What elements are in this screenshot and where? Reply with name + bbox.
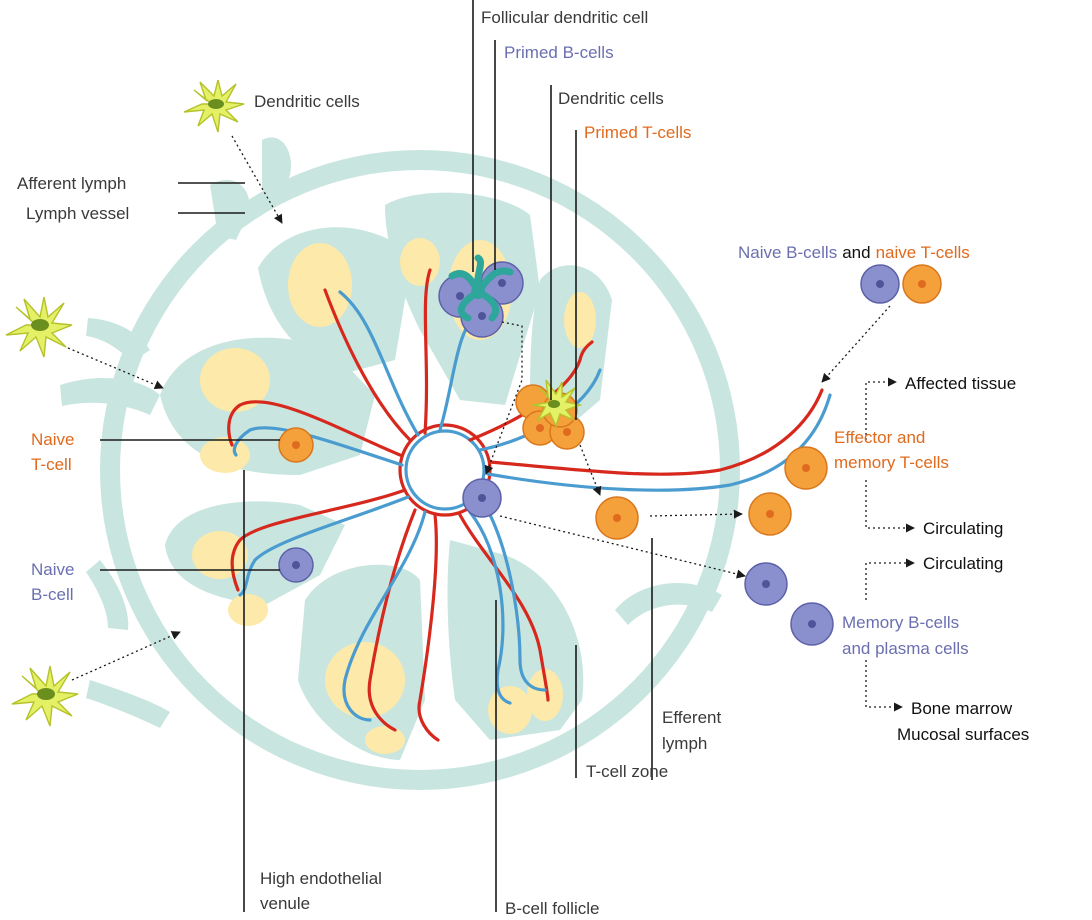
label-primed-b-cells: Primed B-cells	[504, 43, 614, 62]
label-efferent-line2: lymph	[662, 734, 707, 753]
label-naive-t-cells: naive T-cells	[876, 243, 970, 262]
label-bone-marrow: Bone marrow	[911, 699, 1013, 718]
label-naive-b-line1: Naive	[31, 560, 74, 579]
label-b-cell-follicle: B-cell follicle	[505, 899, 599, 918]
label-naive-b-cells: Naive B-cells	[738, 243, 837, 262]
label-hev-line2: venule	[260, 894, 310, 913]
label-t-cell-zone: T-cell zone	[586, 762, 668, 781]
label-memory-b-line1: Memory B-cells	[842, 613, 959, 632]
naive-b-cell-in-node	[278, 547, 314, 583]
exiting-t-cell-icon	[595, 496, 639, 540]
label-effector-memory-line2: memory T-cells	[834, 453, 949, 472]
effector-t-cell-icon	[784, 446, 828, 490]
label-naive-b-and-t-cells: Naive B-cells and naive T-cells	[738, 243, 970, 262]
label-and: and	[842, 243, 870, 262]
label-naive-b-line2: B-cell	[31, 585, 74, 604]
label-naive-t-line1: Naive	[31, 430, 74, 449]
naive-t-cell-in-node	[278, 427, 314, 463]
label-lymph-vessel: Lymph vessel	[26, 204, 129, 223]
dendritic-cell-icon	[183, 79, 245, 133]
circulating-t-cell-icon	[748, 492, 792, 536]
label-follicular-dendritic-cell: Follicular dendritic cell	[481, 8, 648, 27]
naive-b-cell-icon	[860, 264, 900, 304]
label-circulating-b: Circulating	[923, 554, 1003, 573]
label-circulating-t: Circulating	[923, 519, 1003, 538]
label-primed-t-cells: Primed T-cells	[584, 123, 691, 142]
label-naive-t-line2: T-cell	[31, 455, 72, 474]
label-affected-tissue: Affected tissue	[905, 374, 1016, 393]
migration-arrows	[67, 135, 915, 712]
text-labels: Follicular dendritic cell Primed B-cells…	[17, 8, 1029, 918]
naive-t-cell-icon	[902, 264, 942, 304]
leader-lines	[100, 0, 653, 912]
memory-b-cell-icon	[744, 562, 788, 606]
label-mucosal-surfaces: Mucosal surfaces	[897, 725, 1029, 744]
label-effector-memory-line1: Effector and	[834, 428, 925, 447]
label-memory-b-line2: and plasma cells	[842, 639, 969, 658]
label-afferent-lymph: Afferent lymph	[17, 174, 126, 193]
dendritic-cell-icon	[531, 379, 583, 428]
dendritic-cell-icon	[11, 665, 79, 727]
label-hev-line1: High endothelial	[260, 869, 382, 888]
label-efferent-line1: Efferent	[662, 708, 722, 727]
plasma-b-cell-icon	[790, 602, 834, 646]
dendritic-cell-icon	[5, 296, 73, 358]
label-dendritic-cells-top: Dendritic cells	[558, 89, 664, 108]
label-dendritic-cells-left: Dendritic cells	[254, 92, 360, 111]
central-b-cell	[462, 478, 502, 518]
follicular-dendritic-cell-icon	[448, 254, 514, 322]
